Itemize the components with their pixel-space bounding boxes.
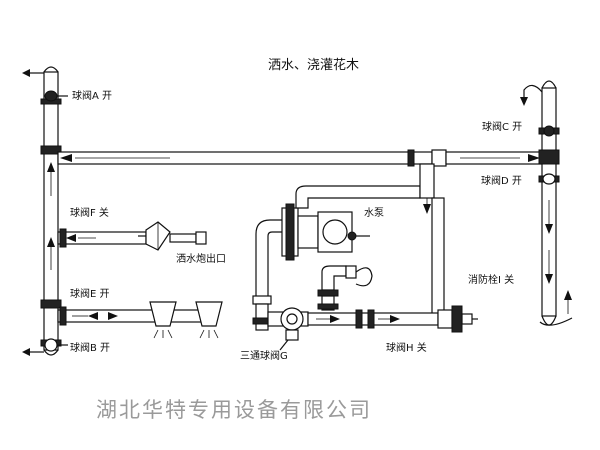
label-valve-f: 球阀F 关 (70, 206, 109, 219)
outlet-branch-pipe (57, 228, 147, 248)
inlet-elbow (317, 265, 373, 311)
valve-h-pipe (307, 309, 439, 329)
ball-valve-c (543, 125, 555, 137)
label-valve-d: 球阀D 开 (481, 174, 522, 187)
three-way-valve-g (267, 307, 309, 351)
label-valve-c: 球阀C 开 (482, 120, 522, 133)
water-cannon-nozzle (138, 221, 207, 251)
company-watermark: 湖北华特专用设备有限公司 (96, 398, 372, 422)
label-valve-h: 球阀H 关 (386, 341, 427, 354)
pump-suction-pipe (252, 219, 291, 331)
spray-branch-pipe (57, 306, 205, 326)
label-hydrant-i: 消防栓I 关 (468, 273, 514, 286)
spray-nozzles (149, 301, 223, 339)
label-outlet: 洒水炮出口 (176, 252, 226, 265)
label-valve-e: 球阀E 开 (70, 287, 110, 300)
right-vertical-pipe (538, 80, 573, 326)
pump-discharge-pipe (295, 163, 435, 214)
hydrant-riser-pipe (431, 197, 445, 317)
label-valve-b: 球阀B 开 (70, 341, 110, 354)
fire-hydrant-i (437, 305, 478, 333)
right-flow-arrows (520, 84, 572, 314)
ball-valve-a (44, 90, 68, 102)
main-horizontal-pipe (57, 149, 543, 167)
label-valve-g: 三通球阀G (240, 349, 288, 362)
water-pump (281, 203, 370, 261)
label-pump: 水泵 (364, 207, 384, 219)
label-valve-a: 球阀A 开 (72, 89, 112, 102)
ball-valve-d (542, 173, 556, 185)
ball-valve-b (44, 338, 68, 352)
diagram-title: 洒水、浇灌花木 (268, 57, 359, 73)
left-flow-arrows (22, 69, 55, 356)
